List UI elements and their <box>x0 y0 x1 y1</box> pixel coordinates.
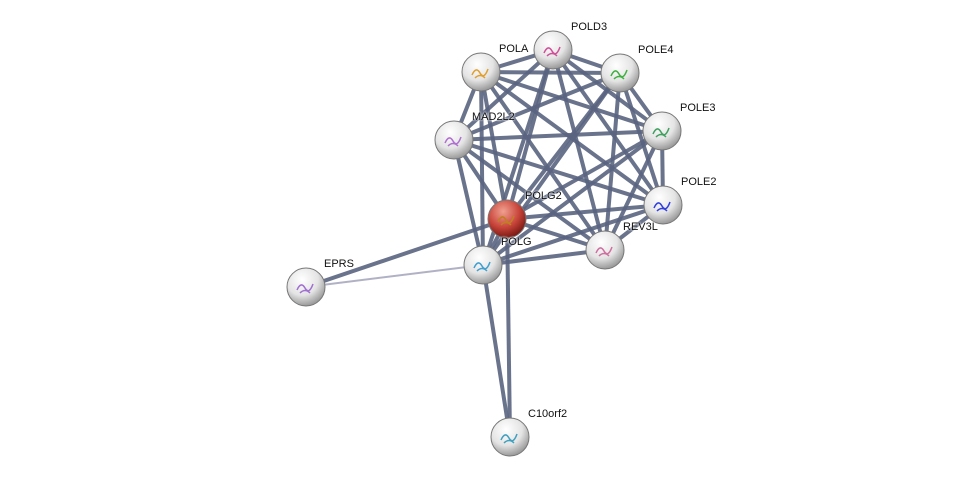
node-sphere[interactable] <box>642 111 682 151</box>
edge-pole4-rev3l[interactable] <box>603 72 622 251</box>
node-sphere[interactable] <box>286 267 326 307</box>
node-pole2[interactable] <box>643 185 683 225</box>
edge-pole2-polg[interactable] <box>482 203 664 267</box>
node-sphere[interactable] <box>585 230 625 270</box>
edge-pole4-pole2[interactable] <box>618 72 665 206</box>
protein-structure-icon <box>543 46 561 57</box>
edge-mad2l2-pole2[interactable] <box>453 138 664 207</box>
edge-pola-pole3[interactable] <box>480 70 663 133</box>
node-sphere[interactable] <box>643 185 683 225</box>
protein-structure-icon <box>610 69 628 80</box>
node-label: REV3L <box>623 221 658 233</box>
protein-structure-icon <box>497 215 515 226</box>
node-sphere[interactable] <box>600 53 640 93</box>
protein-structure-icon <box>473 261 491 272</box>
edge-pola-polg[interactable] <box>479 71 485 266</box>
edge-pole3-rev3l[interactable] <box>603 130 664 251</box>
protein-structure-icon <box>653 201 671 212</box>
edge-pola-polg2[interactable] <box>479 71 509 220</box>
node-label: POLG <box>501 236 532 248</box>
node-label: MAD2L2 <box>472 111 515 123</box>
node-label: EPRS <box>324 258 354 270</box>
edge-pole4-mad2l2[interactable] <box>453 71 621 142</box>
node-pole4[interactable] <box>600 53 640 93</box>
node-sphere[interactable] <box>487 199 527 239</box>
node-sphere[interactable] <box>490 417 530 457</box>
protein-structure-icon <box>296 283 314 294</box>
node-mad2l2[interactable] <box>434 120 474 160</box>
edge-pold3-mad2l2[interactable] <box>452 48 555 142</box>
node-label: POLE3 <box>680 102 716 114</box>
protein-structure-icon <box>595 246 613 257</box>
protein-structure-icon <box>652 127 670 138</box>
edge-mad2l2-polg[interactable] <box>452 139 485 266</box>
protein-structure-icon <box>471 68 489 79</box>
node-c10orf2[interactable] <box>490 417 530 457</box>
node-label: POLA <box>499 43 529 55</box>
edge-mad2l2-pole3[interactable] <box>453 129 663 142</box>
node-pold3[interactable] <box>533 30 573 70</box>
protein-structure-icon <box>500 433 518 444</box>
edge-rev3l-polg[interactable] <box>482 248 606 267</box>
node-eprs[interactable] <box>286 267 326 307</box>
node-polg2[interactable] <box>487 199 527 239</box>
edge-pola-rev3l[interactable] <box>479 70 607 252</box>
node-polg[interactable] <box>463 245 503 285</box>
node-pole3[interactable] <box>642 111 682 151</box>
node-label: POLE4 <box>638 44 674 56</box>
node-label: C10orf2 <box>528 408 568 420</box>
node-pola[interactable] <box>461 52 501 92</box>
node-sphere[interactable] <box>434 120 474 160</box>
protein-structure-icon <box>444 136 462 147</box>
node-sphere[interactable] <box>533 30 573 70</box>
node-label: POLD3 <box>571 21 608 33</box>
edge-pole3-polg[interactable] <box>481 129 664 267</box>
node-label: POLE2 <box>681 176 717 188</box>
edge-pole3-polg2[interactable] <box>506 129 663 221</box>
node-sphere[interactable] <box>463 245 503 285</box>
edge-polg2-c10orf2[interactable] <box>505 218 512 438</box>
node-sphere[interactable] <box>461 52 501 92</box>
edge-pold3-pole2[interactable] <box>551 48 665 207</box>
edge-eprs-polg[interactable] <box>305 264 484 288</box>
edge-pold3-rev3l[interactable] <box>551 49 607 251</box>
edge-polg-c10orf2[interactable] <box>481 264 512 438</box>
node-label: POLG2 <box>525 190 562 202</box>
node-rev3l[interactable] <box>585 230 625 270</box>
edge-eprs-polg2[interactable] <box>305 217 508 289</box>
edge-pole2-polg2[interactable] <box>506 203 664 221</box>
edge-pola-pole4[interactable] <box>480 70 621 75</box>
